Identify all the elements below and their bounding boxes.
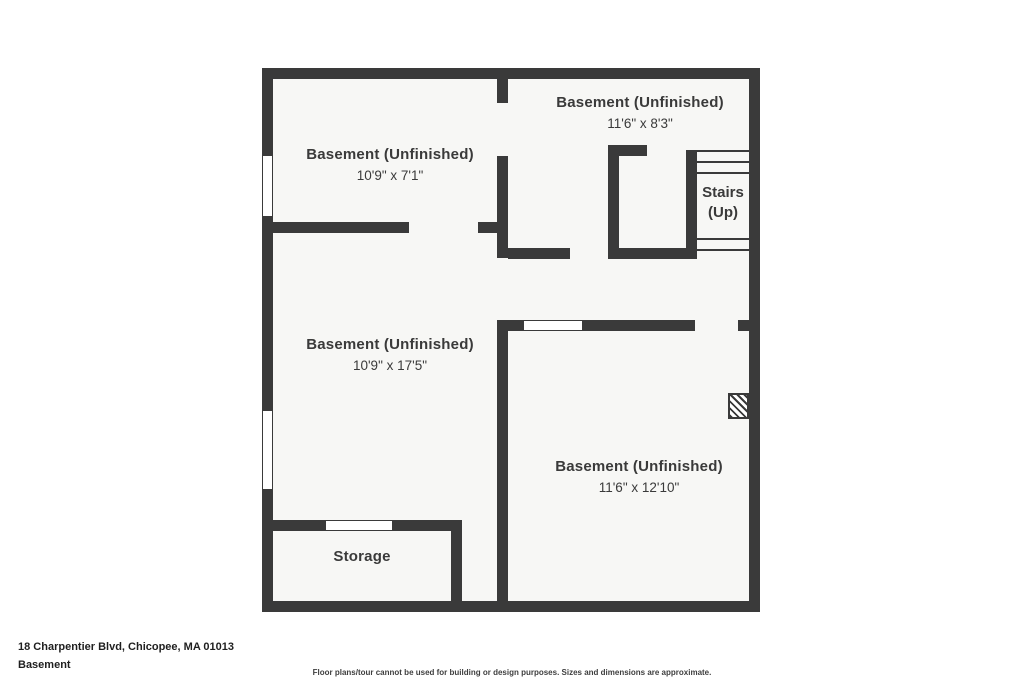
wall-midright-horizontal-a	[508, 248, 570, 259]
wall-stairs-left	[686, 150, 697, 259]
wall-midleft-horizontal	[273, 222, 409, 233]
wall-top-divider-lower	[497, 156, 508, 258]
property-address: 18 Charpentier Blvd, Chicopee, MA 01013	[18, 641, 234, 653]
window-interior	[523, 320, 583, 331]
window-storage	[325, 520, 393, 531]
wall-topright-vertical	[608, 145, 619, 248]
room-label-bottom-right: Basement (Unfinished) 11'6" x 12'10"	[529, 458, 749, 496]
room-dimensions: 11'6" x 12'10"	[598, 480, 680, 495]
stairs-label-line2: (Up)	[708, 204, 738, 221]
room-name: Storage	[333, 548, 391, 565]
hatched-post	[728, 393, 749, 419]
room-name: Basement (Unfinished)	[306, 336, 474, 353]
room-label-storage: Storage	[278, 548, 446, 566]
wall-outer-top	[262, 68, 760, 79]
wall-topright-stub	[619, 145, 647, 156]
wall-outer-bottom	[262, 601, 760, 612]
stairs-label-line1: Stairs	[702, 183, 744, 201]
disclaimer-text: Floor plans/tour cannot be used for buil…	[312, 668, 712, 677]
wall-bottomright-top-stub	[738, 320, 760, 331]
wall-midright-horizontal-b	[608, 248, 695, 259]
room-name: Basement (Unfinished)	[306, 146, 474, 163]
wall-midleft-horizontal-short	[478, 222, 497, 233]
wall-storage-right	[451, 520, 462, 612]
wall-center-vertical	[497, 320, 508, 601]
window-left-upper	[262, 155, 273, 217]
room-label-top-left: Basement (Unfinished) 10'9" x 7'1"	[280, 146, 500, 184]
room-dimensions: 11'6" x 8'3"	[607, 116, 673, 131]
room-dimensions: 10'9" x 17'5"	[352, 358, 428, 373]
room-label-middle-left: Basement (Unfinished) 10'9" x 17'5"	[280, 336, 500, 374]
wall-outer-left	[262, 68, 273, 612]
room-name: Basement (Unfinished)	[556, 94, 724, 111]
room-name: Basement (Unfinished)	[555, 458, 723, 475]
room-label-stairs: Stairs (Up)	[697, 175, 749, 231]
floor-plan: Stairs (Up) Basement (Unfinished) 10'9" …	[262, 68, 760, 612]
wall-outer-right	[749, 68, 760, 612]
wall-bottomright-top	[508, 320, 695, 331]
room-label-top-right: Basement (Unfinished) 11'6" x 8'3"	[530, 94, 750, 132]
window-left-lower	[262, 410, 273, 490]
floor-level-label: Basement	[18, 659, 71, 671]
wall-top-divider-stub	[497, 79, 508, 103]
room-dimensions: 10'9" x 7'1"	[356, 168, 424, 183]
